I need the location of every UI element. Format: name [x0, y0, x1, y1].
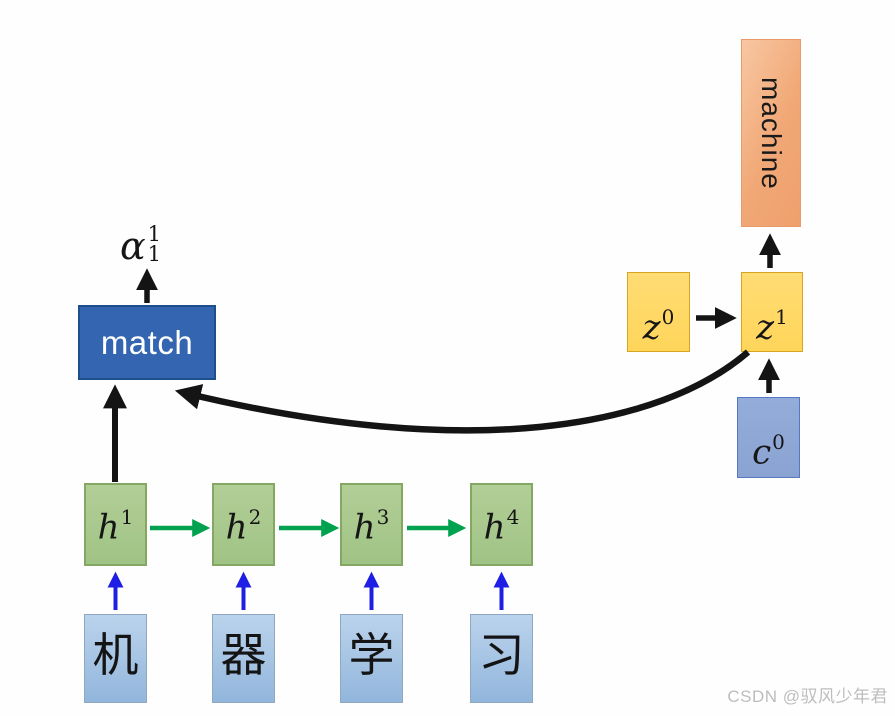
input-token-2: 器 [220, 629, 267, 681]
csdn-watermark: CSDN @驭风少年君 [727, 687, 888, 706]
z1-to-match-curve-arrow [174, 349, 751, 434]
alpha-symbol: α [120, 224, 146, 268]
output-word-label: machine [756, 76, 787, 190]
decoder-state-z1-box: z1 [741, 272, 803, 352]
hidden-state-h3-box: h3 [340, 483, 403, 566]
match-box: match [78, 305, 216, 380]
match-label: match [100, 323, 194, 361]
h4-label: h4 [483, 504, 520, 548]
h2-label: h2 [225, 504, 262, 548]
z1-label: z1 [756, 304, 788, 347]
input-token-box-1: 机 [84, 614, 147, 703]
input-token-box-3: 学 [340, 614, 403, 703]
alpha-superscript: 1 [147, 222, 162, 247]
input-token-box-2: 器 [212, 614, 275, 703]
z0-label: z0 [642, 304, 675, 347]
input-token-3: 学 [348, 629, 395, 681]
h1-label: h1 [97, 504, 134, 548]
decoder-state-z0-box: z0 [627, 272, 690, 352]
h3-label: h3 [353, 504, 390, 548]
input-token-4: 习 [478, 629, 525, 681]
c0-label: c0 [752, 429, 785, 472]
input-token-1: 机 [92, 629, 139, 681]
alpha-subscript: 1 [147, 242, 162, 266]
hidden-state-h1-box: h1 [84, 483, 147, 566]
hidden-state-h4-box: h4 [470, 483, 533, 566]
context-vector-c0-box: c0 [737, 397, 800, 478]
hidden-state-h2-box: h2 [212, 483, 275, 566]
input-token-box-4: 习 [470, 614, 533, 703]
output-word-box: machine [741, 39, 801, 227]
